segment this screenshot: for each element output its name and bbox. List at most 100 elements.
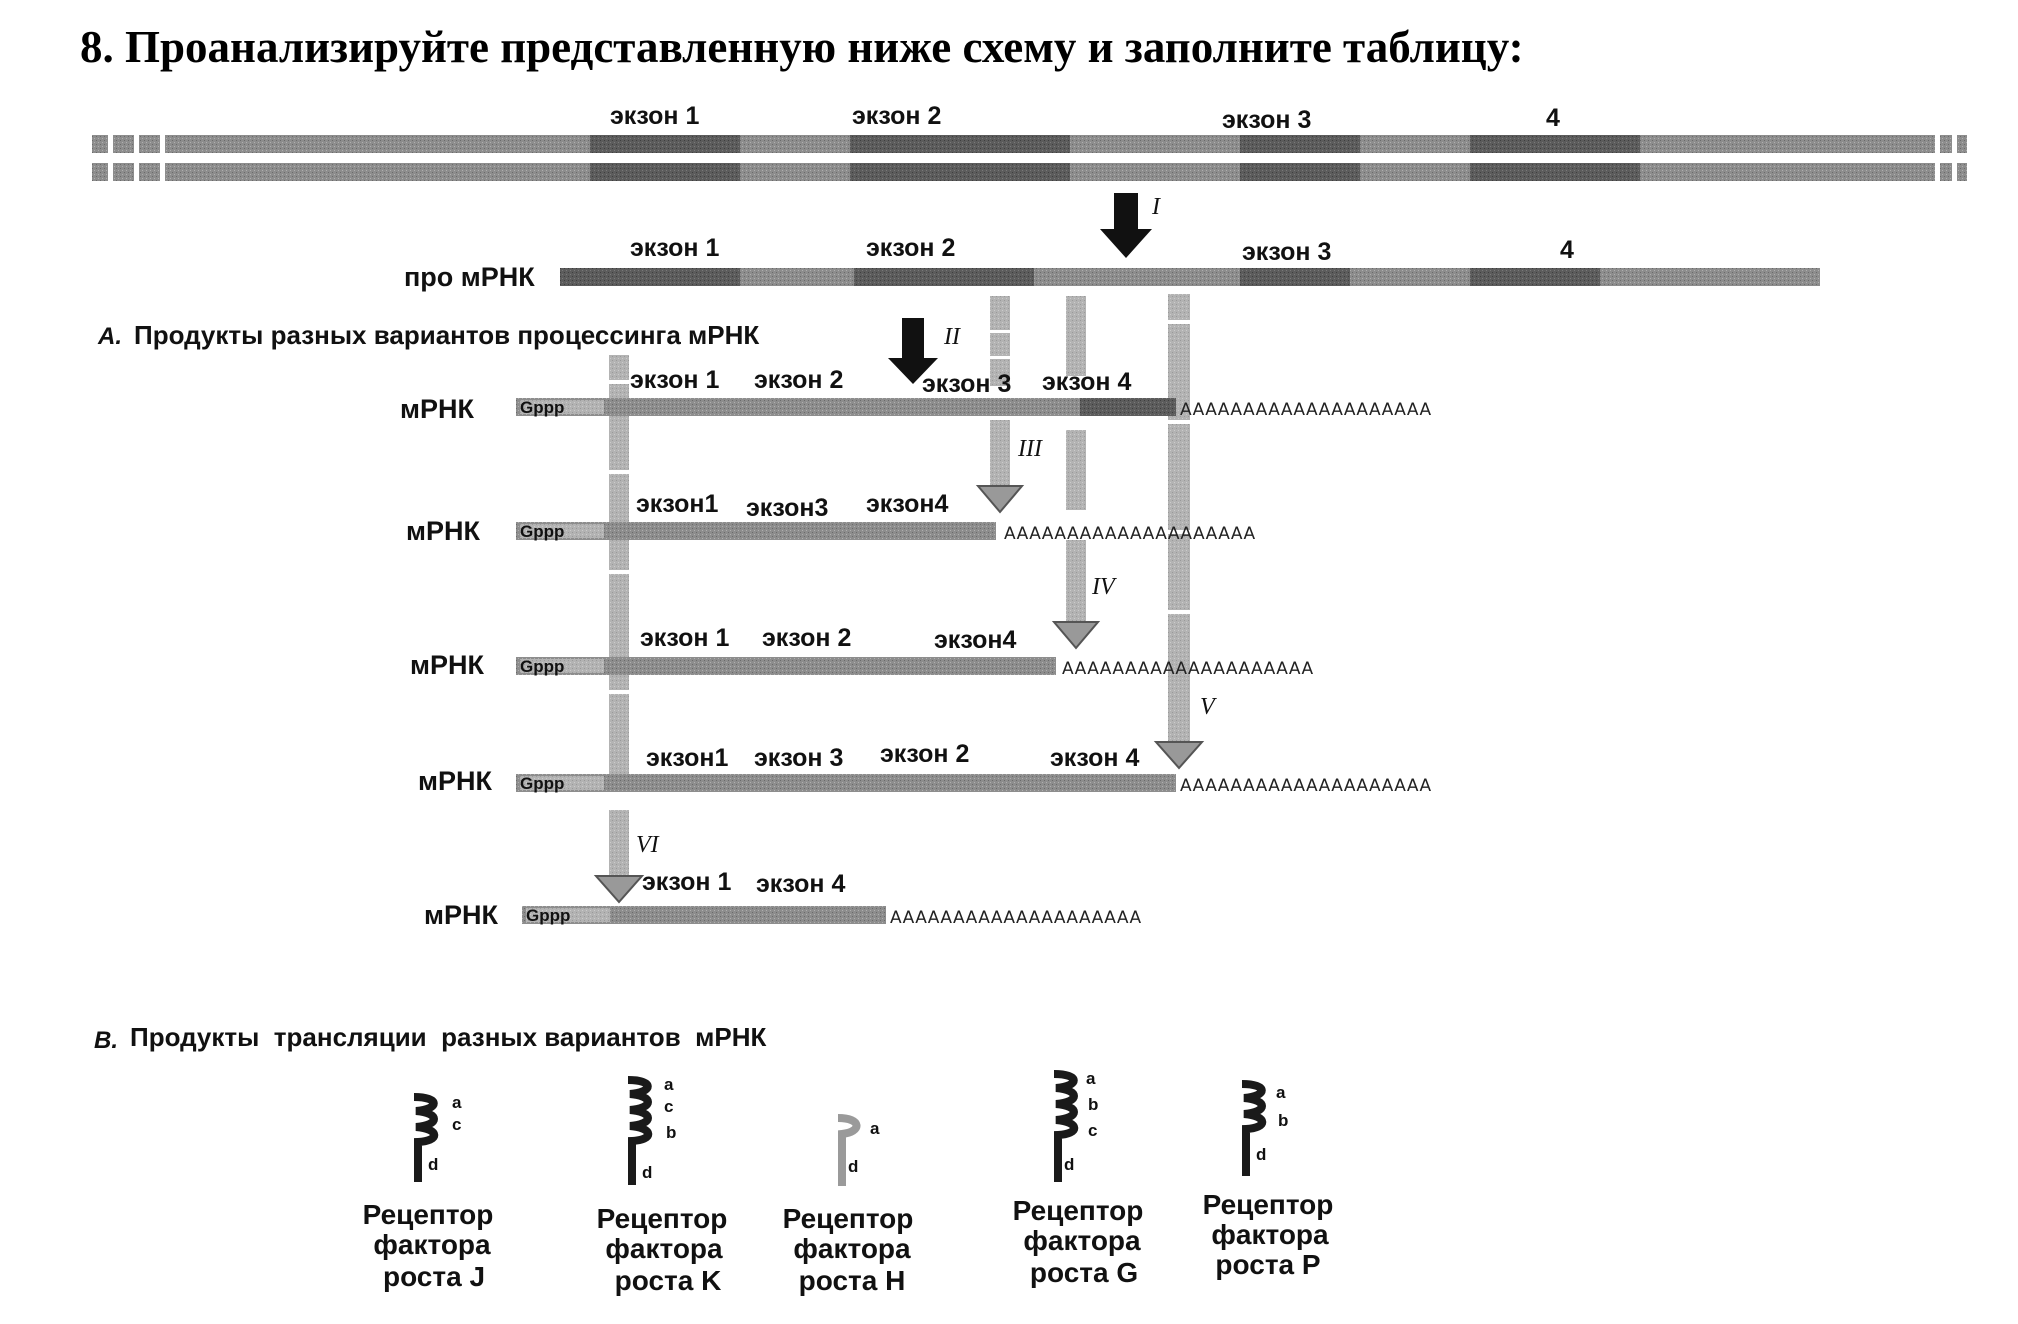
domain-label: d: [428, 1155, 438, 1174]
receptor-caption-line: роста H: [799, 1265, 906, 1296]
exon-label: экзон 4: [1050, 744, 1139, 772]
domain-label: b: [1088, 1095, 1098, 1114]
exon-label: экзон 3: [754, 744, 843, 772]
domain-label: b: [666, 1123, 676, 1142]
receptor-h: a d Рецептор фактора роста H: [783, 1114, 914, 1296]
exon-label: экзон 3: [922, 370, 1011, 398]
receptor-caption-line: фактора: [1023, 1225, 1141, 1256]
exon-label: экзон1: [636, 490, 718, 518]
receptor-caption-line: фактора: [373, 1229, 491, 1260]
receptor-caption-line: Рецептор: [783, 1203, 914, 1234]
arrow-step-vi: [593, 810, 645, 904]
polya-tail: AAAAAAAAAAAAAAAAAAAA: [1180, 776, 1432, 796]
exon-label: экзон1: [646, 744, 728, 772]
domain-label: a: [452, 1093, 462, 1112]
exon-boundary-guides: [609, 294, 1190, 775]
pre-mrna-exon-4-label: 4: [1560, 236, 1574, 264]
receptor-caption-line: роста K: [615, 1265, 722, 1296]
domain-label: a: [1086, 1069, 1096, 1088]
mrna-label: мРНК: [410, 650, 484, 680]
polya-tail: AAAAAAAAAAAAAAAAAAAA: [1004, 524, 1256, 544]
gene-exon-3-label: экзон 3: [1222, 106, 1311, 134]
receptor-caption-line: роста P: [1215, 1249, 1320, 1280]
exon-label: экзон 1: [640, 624, 729, 652]
section-a-title: Продукты разных вариантов процессинга мР…: [134, 320, 759, 350]
step-v-label: V: [1200, 694, 1217, 720]
cap-label: Gppp: [520, 398, 564, 417]
receptor-caption-line: фактора: [1211, 1219, 1329, 1250]
mrna-strand: [516, 657, 1056, 675]
mrna-variant-1: мРНК Gppp AAAAAAAAAAAAAAAAAAAA экзон 1 э…: [400, 366, 1431, 424]
step-iv-label: IV: [1091, 574, 1117, 600]
polya-tail: AAAAAAAAAAAAAAAAAAAA: [1062, 659, 1314, 679]
mrna-variant-2: мРНК Gppp AAAAAAAAAAAAAAAAAAAA экзон1 эк…: [406, 490, 1256, 546]
domain-label: b: [1278, 1111, 1288, 1130]
mrna-label: мРНК: [418, 766, 492, 796]
arrow-step-ii: [888, 318, 938, 384]
step-ii-label: II: [943, 324, 961, 350]
domain-label: c: [1088, 1121, 1097, 1140]
exon-label: экзон 4: [1042, 368, 1131, 396]
receptor-caption-line: роста J: [383, 1261, 485, 1292]
section-b-title: Продукты трансляции разных вариантов мРН…: [130, 1022, 766, 1052]
pre-mrna-strand: [560, 268, 1820, 286]
mrna-label: мРНК: [400, 394, 474, 424]
receptor-caption-line: фактора: [605, 1233, 723, 1264]
pre-mrna-exon-2-label: экзон 2: [866, 234, 955, 262]
receptor-helix-icon: [1053, 1070, 1079, 1182]
exon-label: экзон 1: [630, 366, 719, 394]
receptor-j: a c d Рецептор фактора роста J: [363, 1093, 494, 1292]
exon-label: экзон4: [866, 490, 948, 518]
gene-exon-2-label: экзон 2: [852, 102, 941, 130]
receptor-p: a b d Рецептор фактора роста P: [1203, 1080, 1333, 1280]
exon-label: экзон3: [746, 494, 828, 522]
exon-label: экзон 2: [754, 366, 843, 394]
receptor-helix-icon: [1241, 1080, 1267, 1176]
mrna-strand: [516, 522, 996, 540]
mrna-strand: [522, 906, 886, 924]
receptor-helix-icon: [413, 1093, 439, 1182]
domain-label: c: [664, 1097, 673, 1116]
gene-exon-1-label: экзон 1: [610, 102, 699, 130]
task-title: 8. Проанализируйте представленную ниже с…: [80, 22, 1524, 72]
receptor-caption-line: Рецептор: [363, 1199, 494, 1230]
mrna-variant-4: мРНК Gppp AAAAAAAAAAAAAAAAAAAA экзон1 эк…: [418, 740, 1432, 796]
domain-label: d: [848, 1157, 858, 1176]
pre-mrna-exon-3-label: экзон 3: [1242, 238, 1331, 266]
step-i-label: I: [1151, 194, 1161, 220]
receptor-k: a c b d Рецептор фактора роста K: [597, 1075, 728, 1296]
exon-label: экзон 1: [642, 868, 731, 896]
pre-mrna-exon-1-label: экзон 1: [630, 234, 719, 262]
polya-tail: AAAAAAAAAAAAAAAAAAAA: [890, 908, 1142, 928]
mrna-strand: [516, 398, 1176, 416]
cap-label: Gppp: [520, 774, 564, 793]
mrna-label: мРНК: [424, 900, 498, 930]
pre-mrna-label: про мРНК: [404, 262, 535, 292]
cap-label: Gppp: [520, 657, 564, 676]
step-iii-label: III: [1017, 436, 1043, 462]
gene-double-strand: [92, 133, 1967, 183]
mrna-strand: [516, 774, 1176, 792]
cap-label: Gppp: [520, 522, 564, 541]
exon-label: экзон 2: [762, 624, 851, 652]
mrna-variant-3: мРНК Gppp AAAAAAAAAAAAAAAAAAAA экзон 1 э…: [410, 624, 1314, 680]
domain-label: a: [1276, 1083, 1286, 1102]
step-vi-label: VI: [636, 832, 660, 858]
receptor-caption-line: Рецептор: [597, 1203, 728, 1234]
domain-label: d: [642, 1163, 652, 1182]
exon-label: экзон4: [934, 626, 1016, 654]
receptor-g: a b c d Рецептор фактора роста G: [1013, 1069, 1144, 1288]
receptor-caption-line: фактора: [793, 1233, 911, 1264]
mrna-label: мРНК: [406, 516, 480, 546]
domain-label: a: [870, 1119, 880, 1138]
domain-label: a: [664, 1075, 674, 1094]
arrow-step-iv: [1051, 540, 1101, 650]
domain-label: c: [452, 1115, 461, 1134]
mrna-variant-5: мРНК Gppp AAAAAAAAAAAAAAAAAAAA экзон 1 э…: [424, 868, 1142, 930]
arrow-step-v: [1153, 680, 1205, 770]
exon-label: экзон 2: [880, 740, 969, 768]
arrow-step-iii: [975, 420, 1025, 514]
domain-label: d: [1256, 1145, 1266, 1164]
